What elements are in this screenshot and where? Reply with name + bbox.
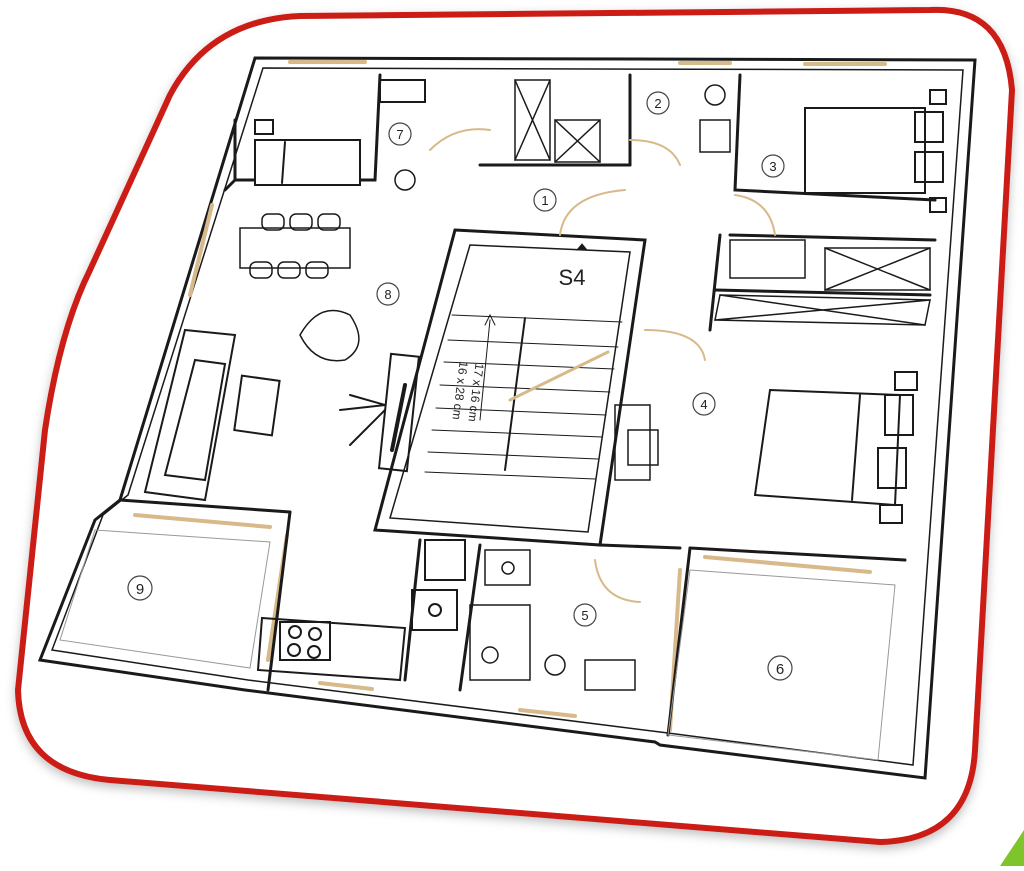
wardrobes (514, 79, 931, 326)
corner-accent (1000, 830, 1024, 866)
bathroom-2-fixtures (699, 84, 731, 153)
plan-frame (14, 6, 1016, 846)
kitchen (256, 539, 466, 682)
bed-room-3 (804, 89, 947, 213)
interior-walls (118, 73, 937, 737)
exterior-wall-inner (50, 67, 964, 766)
floor-plan (37, 56, 977, 780)
room-label-9: 9 (136, 581, 144, 598)
doors (429, 128, 776, 603)
balconies (59, 529, 896, 761)
stair-core (373, 228, 647, 547)
exterior-wall-outer (37, 56, 977, 780)
room-label-6: 6 (776, 661, 784, 678)
room-markers (127, 91, 793, 681)
tv-unit (614, 404, 659, 481)
living-sofa (143, 328, 420, 502)
dining-table (239, 213, 351, 279)
bed-room-7 (254, 79, 426, 186)
room-label-4: 4 (700, 397, 707, 412)
room-label-7: 7 (396, 127, 403, 142)
room-label-3: 3 (769, 159, 776, 174)
room-label-2: 2 (654, 96, 661, 111)
bathroom-5-fixtures (469, 549, 636, 691)
lounge-chair (299, 169, 416, 362)
apartment-label: S4 (559, 265, 586, 290)
room-label-1: 1 (541, 193, 548, 208)
room-label-8: 8 (384, 287, 391, 302)
room-label-5: 5 (581, 608, 588, 623)
bed-room-4 (753, 371, 918, 524)
